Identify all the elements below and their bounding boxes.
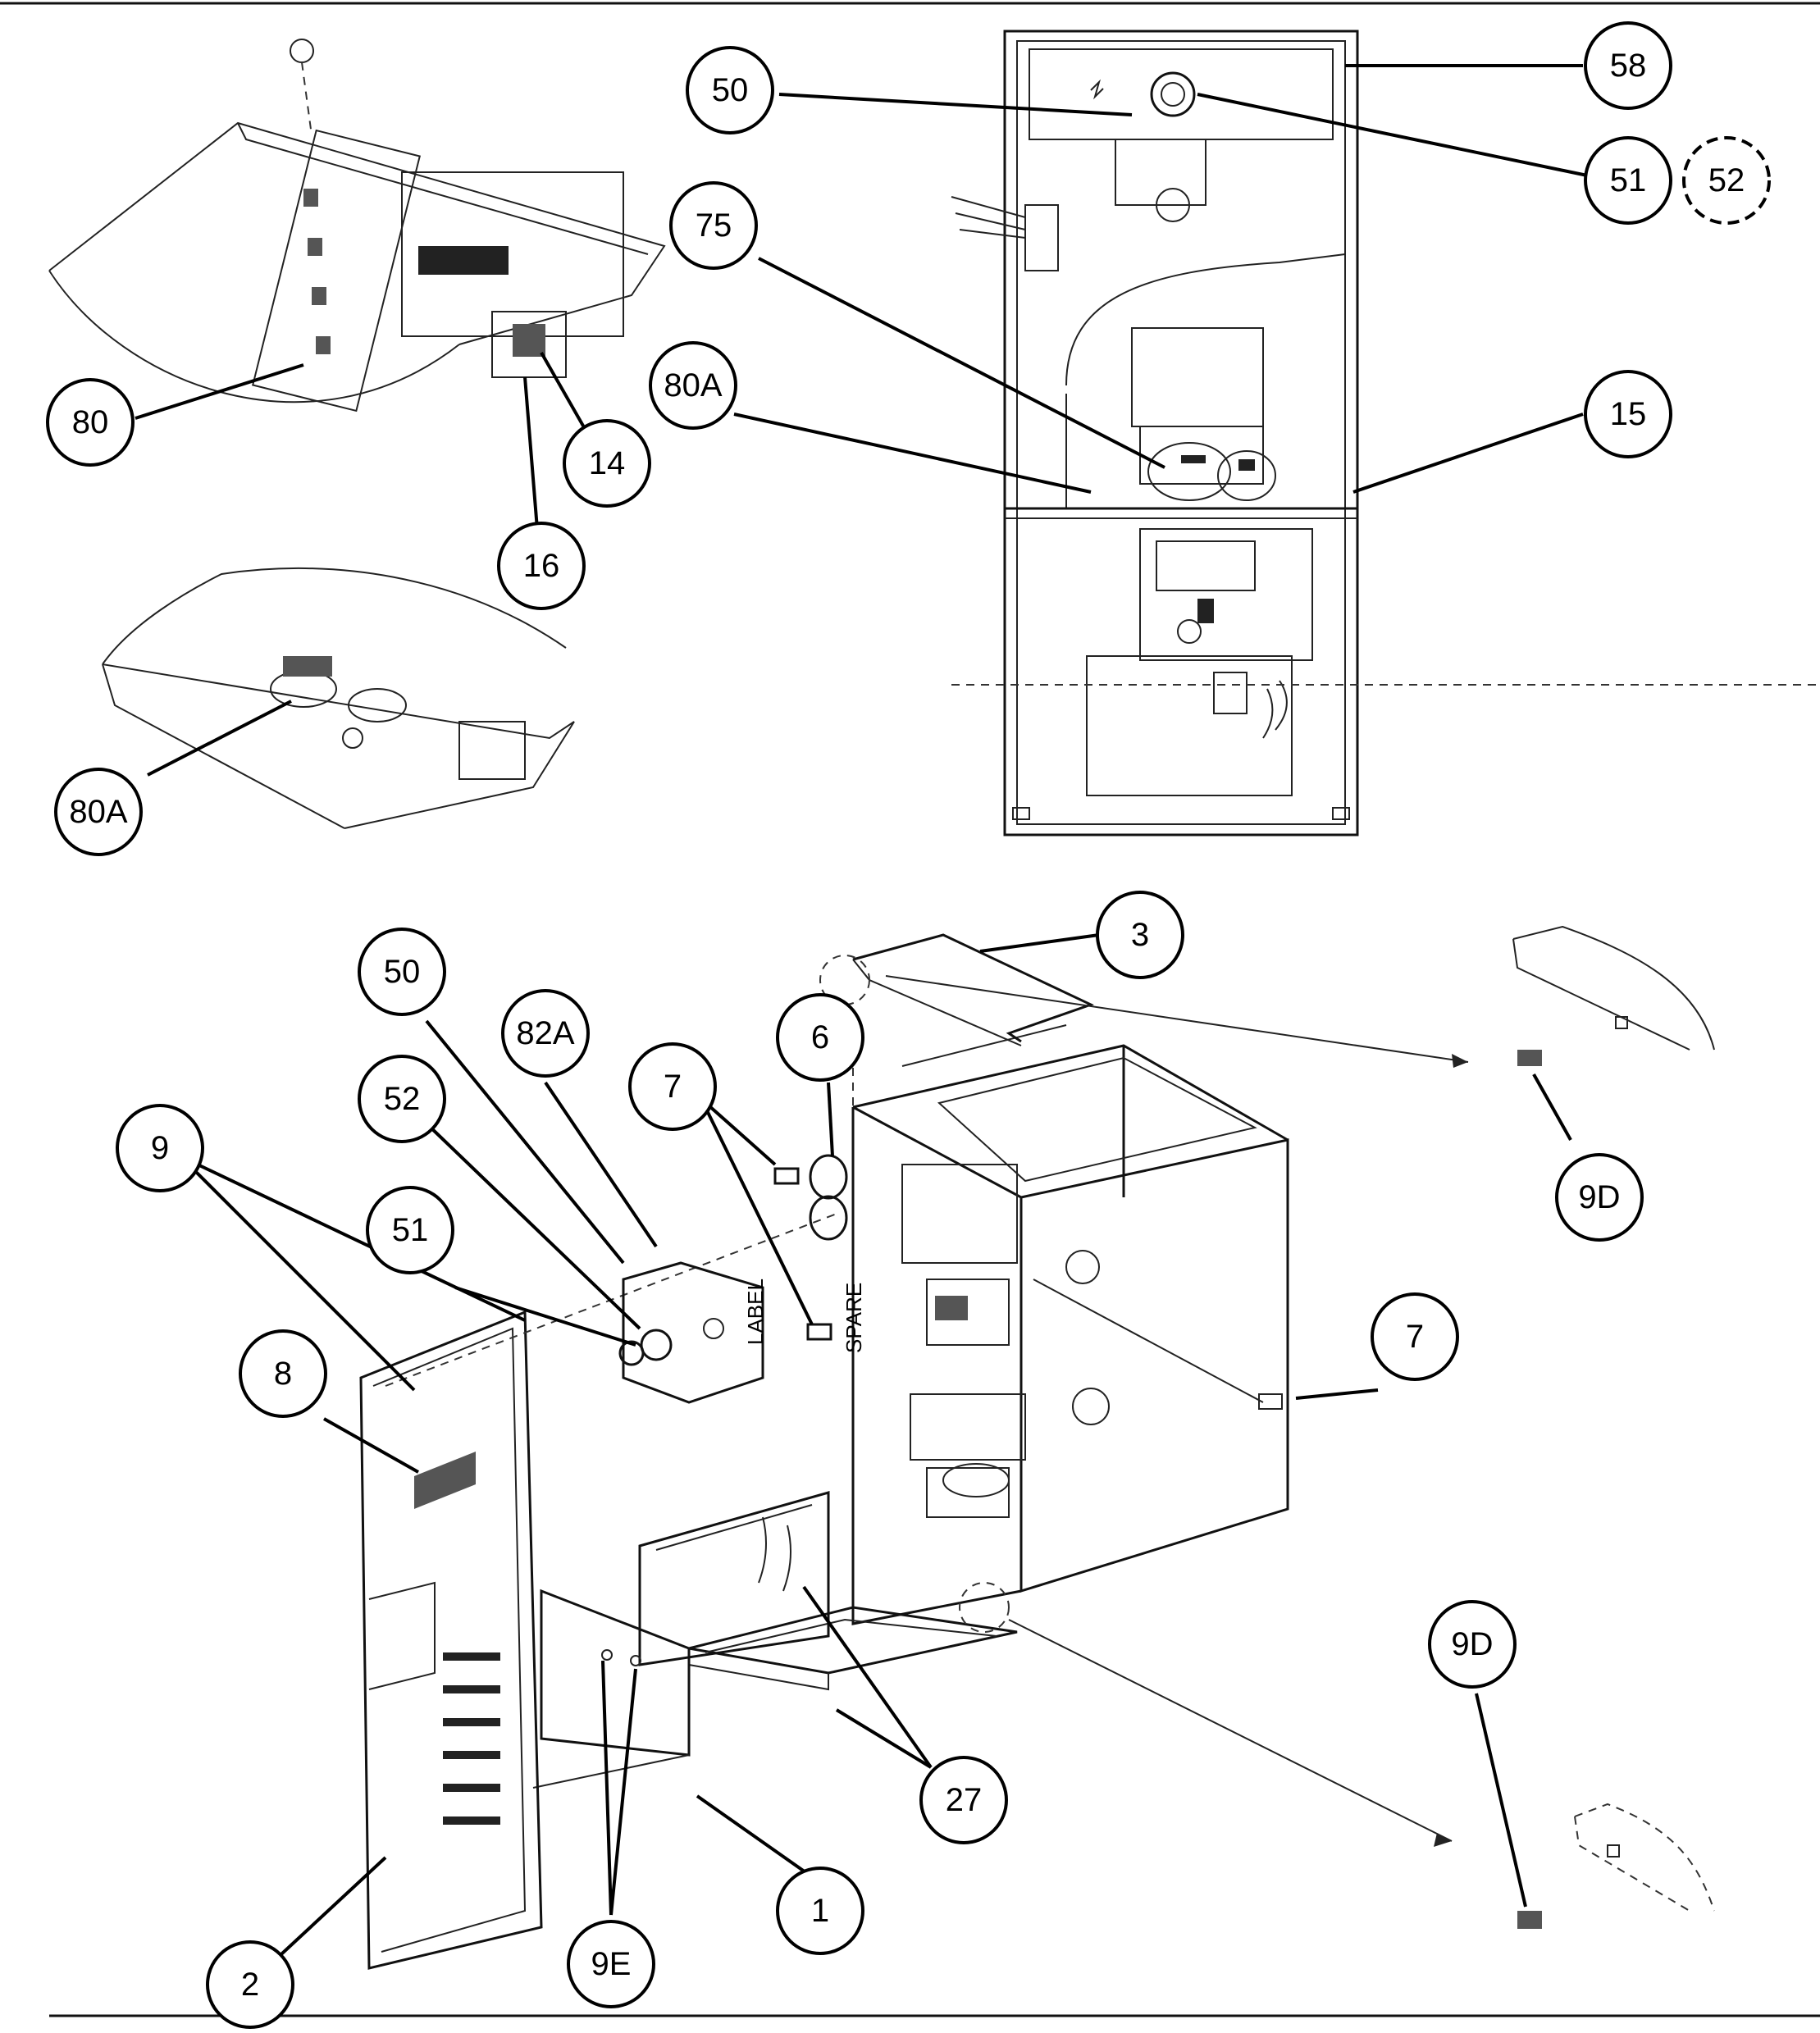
callout-15: 15: [1584, 370, 1672, 458]
rotated-label-a: LABEL: [743, 1279, 768, 1345]
latch-detail-top: [1512, 925, 1715, 1066]
svg-text:14: 14: [589, 445, 626, 481]
svg-text:15: 15: [1610, 396, 1647, 432]
callout-52-mid: 52: [358, 1055, 446, 1143]
callout-82a: 82A: [501, 989, 590, 1078]
callout-7-right: 7: [1371, 1292, 1459, 1381]
callout-9e: 9E: [567, 1920, 655, 2008]
furnace-cabinet-exploded: LABEL SPARE: [359, 933, 1469, 1970]
callout-75: 75: [669, 181, 758, 270]
svg-text:52: 52: [384, 1081, 421, 1117]
svg-text:50: 50: [712, 72, 749, 108]
svg-text:51: 51: [392, 1212, 429, 1248]
svg-text:58: 58: [1610, 48, 1647, 84]
svg-text:6: 6: [811, 1019, 829, 1055]
callout-2: 2: [206, 1940, 294, 2029]
svg-text:1: 1: [811, 1893, 829, 1929]
svg-text:50: 50: [384, 954, 421, 990]
callout-3: 3: [1096, 891, 1184, 979]
svg-text:80: 80: [72, 404, 109, 440]
callout-51-top: 51: [1584, 136, 1672, 225]
callout-8: 8: [239, 1329, 327, 1418]
svg-text:9D: 9D: [1451, 1626, 1493, 1662]
callout-9: 9: [116, 1104, 204, 1192]
callout-50-top: 50: [686, 46, 774, 134]
rotated-label-b: SPARE: [842, 1283, 866, 1353]
svg-text:8: 8: [274, 1356, 292, 1392]
svg-text:7: 7: [1406, 1319, 1424, 1355]
svg-text:3: 3: [1131, 917, 1149, 953]
callout-52-top: 52: [1682, 136, 1771, 225]
svg-text:2: 2: [241, 1967, 259, 2003]
callout-9d-top: 9D: [1555, 1153, 1644, 1242]
leader-lines: [135, 64, 1592, 1966]
latch-detail-bottom: [1517, 1803, 1715, 1929]
svg-text:82A: 82A: [516, 1015, 574, 1051]
callout-58: 58: [1584, 21, 1672, 110]
callout-1: 1: [776, 1867, 864, 1955]
callout-80a-left: 80A: [54, 768, 143, 856]
callout-9d-bottom: 9D: [1428, 1600, 1517, 1689]
callout-80a-top: 80A: [649, 341, 737, 430]
svg-text:80A: 80A: [664, 367, 722, 403]
svg-text:52: 52: [1708, 162, 1745, 198]
svg-text:51: 51: [1610, 162, 1647, 198]
svg-text:80A: 80A: [69, 794, 127, 830]
svg-text:7: 7: [664, 1069, 682, 1105]
callout-14: 14: [563, 419, 651, 508]
callout-51-mid: 51: [366, 1186, 454, 1274]
control-box-detail: [48, 39, 666, 413]
callout-50-mid: 50: [358, 928, 446, 1016]
callout-6: 6: [776, 993, 864, 1082]
svg-text:9: 9: [151, 1130, 169, 1166]
callout-16: 16: [497, 522, 586, 610]
furnace-front-view: [951, 30, 1820, 836]
svg-text:9D: 9D: [1578, 1179, 1620, 1215]
svg-text:16: 16: [523, 548, 560, 584]
blower-switch-detail: [102, 567, 575, 829]
callout-27: 27: [919, 1756, 1008, 1844]
svg-text:27: 27: [946, 1782, 983, 1818]
svg-text:9E: 9E: [591, 1946, 632, 1982]
svg-text:75: 75: [696, 207, 732, 244]
callout-7-mid: 7: [628, 1042, 717, 1131]
callout-80: 80: [46, 378, 135, 467]
